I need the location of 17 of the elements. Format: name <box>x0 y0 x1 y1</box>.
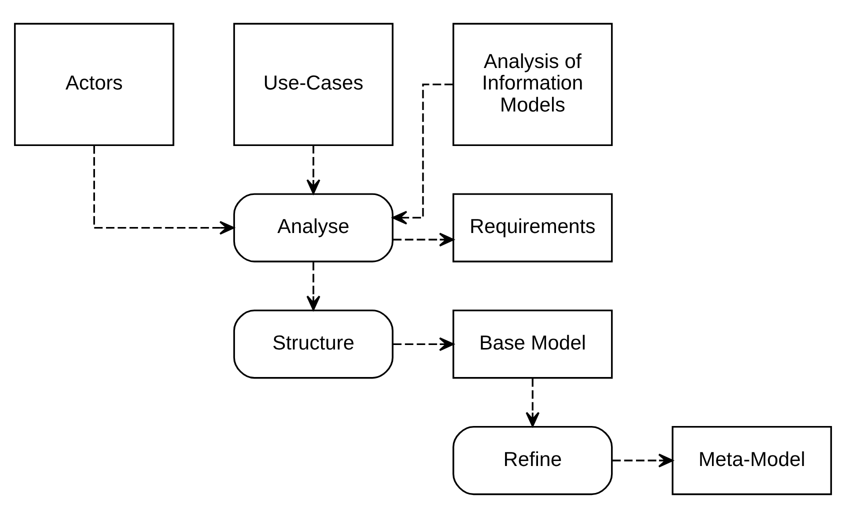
node-box: Base Model <box>452 310 613 379</box>
arrow <box>306 145 320 194</box>
node-box: Refine <box>452 426 613 496</box>
node-box: Actors <box>14 22 174 146</box>
arrow <box>526 378 540 427</box>
arrow <box>93 145 234 235</box>
node-box: Structure <box>233 310 394 379</box>
arrow <box>393 337 454 352</box>
node-box: Requirements <box>452 193 613 262</box>
arrow <box>392 84 453 225</box>
arrow <box>393 232 454 247</box>
node-box: Meta-Model <box>672 426 832 496</box>
node-box: Analyse <box>233 193 394 262</box>
node-box: Use-Cases <box>233 22 394 146</box>
node-box: Analysis of Information Models <box>452 22 613 146</box>
arrow <box>612 454 674 468</box>
arrow <box>306 262 320 311</box>
